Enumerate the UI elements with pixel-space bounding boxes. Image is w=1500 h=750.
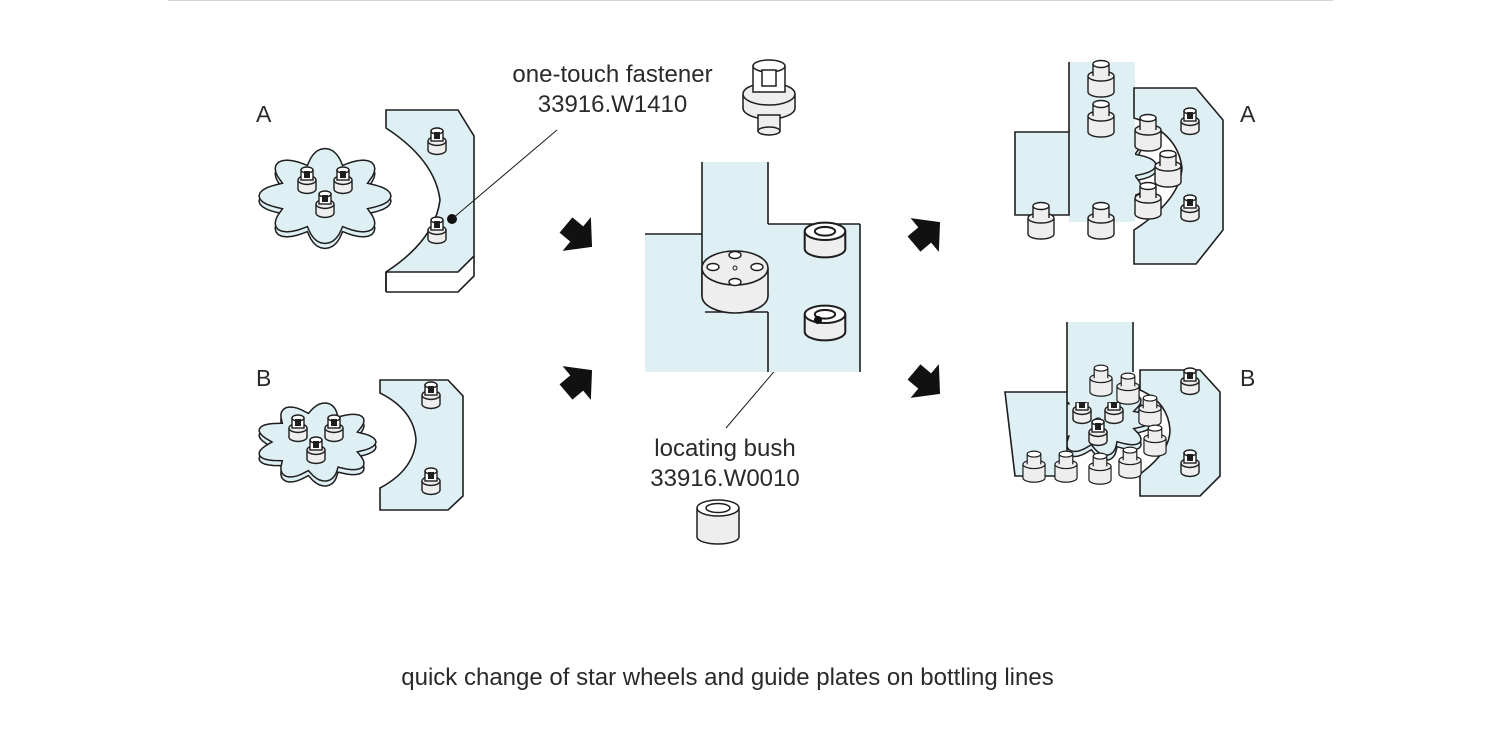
bush-code: 33916.W0010 bbox=[650, 465, 800, 492]
fastener-name: one-touch fastener bbox=[512, 61, 713, 88]
fastener-leader bbox=[451, 129, 558, 220]
assembly-b bbox=[1004, 322, 1221, 497]
guide-plate-b bbox=[379, 379, 464, 511]
fastener-code: 33916.W1410 bbox=[537, 91, 688, 118]
fastener-part-icon bbox=[742, 59, 796, 136]
fastener-callout: one-touch fastener 33916.W1410 bbox=[500, 60, 725, 120]
bush-name: locating bush bbox=[654, 435, 796, 462]
assembly-a bbox=[1014, 62, 1224, 265]
guide-plate-a bbox=[385, 109, 475, 293]
label-a-right: A bbox=[1240, 101, 1256, 127]
label-a-left: A bbox=[256, 101, 272, 127]
bush-part-icon bbox=[696, 499, 740, 545]
star-wheel-b bbox=[258, 402, 377, 487]
base-plate-with-bushes bbox=[645, 162, 861, 372]
figure-caption: quick change of star wheels and guide pl… bbox=[401, 664, 1054, 691]
star-wheel-a bbox=[258, 147, 392, 250]
arrows bbox=[559, 217, 941, 400]
label-b-left: B bbox=[256, 365, 272, 391]
bush-callout: locating bush 33916.W0010 bbox=[620, 434, 830, 494]
top-rule bbox=[168, 0, 1333, 1]
label-b-right: B bbox=[1240, 365, 1256, 391]
